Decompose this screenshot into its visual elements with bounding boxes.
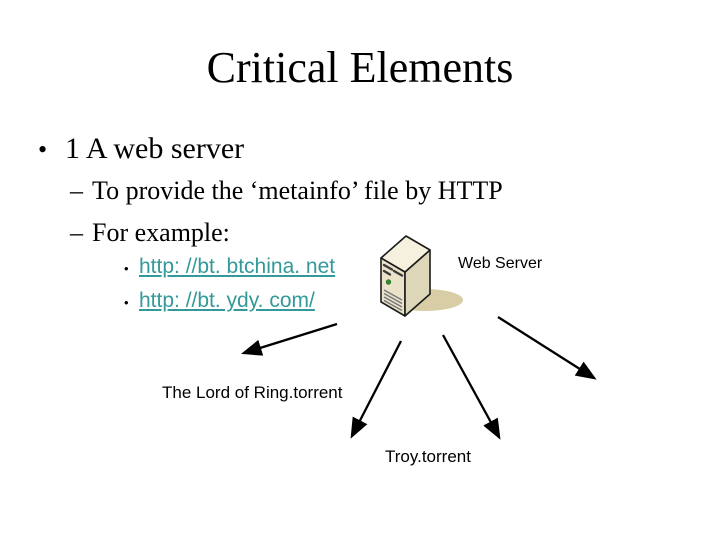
bullet-row-link-ydy: • http: //bt. ydy. com/ bbox=[124, 289, 315, 313]
server-tower-icon bbox=[380, 235, 463, 317]
dash-marker: – bbox=[70, 218, 83, 247]
bullet-text: 1 A web server bbox=[65, 132, 245, 165]
slide-title: Critical Elements bbox=[206, 43, 514, 92]
bullet-text: To provide the ‘metainfo’ file by HTTP bbox=[92, 176, 503, 205]
bullet-dot-marker: • bbox=[124, 295, 129, 310]
arrow-down-left-icon bbox=[350, 340, 403, 439]
bullet-row-metainfo: – To provide the ‘metainfo’ file by HTTP bbox=[70, 176, 503, 206]
link-ydy[interactable]: http: //bt. ydy. com/ bbox=[139, 289, 315, 312]
server-top-face bbox=[380, 235, 431, 273]
web-server-label: Web Server bbox=[458, 255, 543, 272]
arrow-left-icon bbox=[241, 322, 338, 356]
dash-marker: – bbox=[70, 176, 83, 205]
server-vents bbox=[383, 289, 403, 312]
server-led-icon bbox=[385, 279, 392, 285]
server-label-stickers bbox=[382, 263, 404, 277]
arrow-down-right-icon bbox=[441, 334, 501, 440]
bullet-text: For example: bbox=[92, 218, 230, 247]
bullet-row-web-server: • 1 A web server bbox=[38, 132, 244, 166]
bullet-dot-marker: • bbox=[38, 135, 48, 164]
bullet-row-link-btchina: • http: //bt. btchina. net bbox=[124, 255, 335, 279]
link-btchina[interactable]: http: //bt. btchina. net bbox=[139, 255, 336, 278]
bullet-row-for-example: – For example: bbox=[70, 218, 230, 248]
arrow-right-icon bbox=[497, 316, 597, 380]
torrent-label-troy: Troy.torrent bbox=[385, 447, 471, 466]
torrent-label-lord-of-ring: The Lord of Ring.torrent bbox=[162, 383, 343, 402]
bullet-dot-marker: • bbox=[124, 261, 129, 276]
